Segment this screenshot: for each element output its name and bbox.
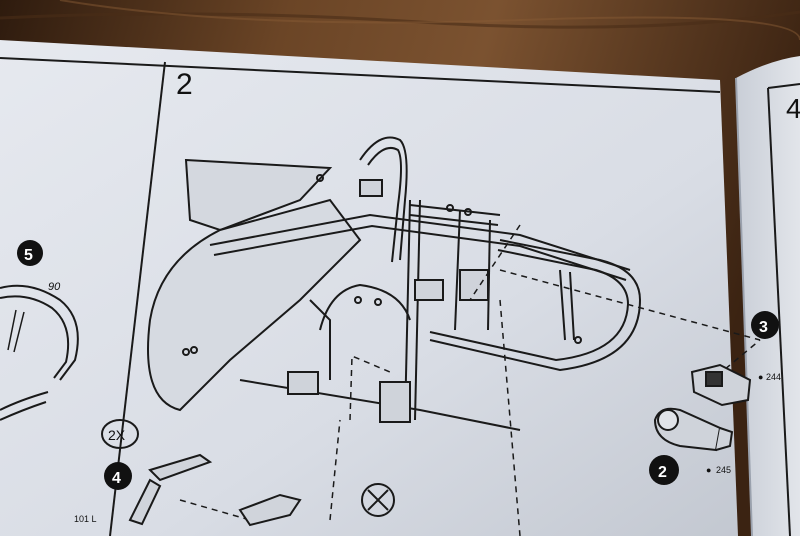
callout-3-label: 3: [759, 319, 768, 336]
callout-4-badge: [104, 462, 132, 490]
svg-text:●: ●: [706, 465, 711, 475]
callout-4-label: 4: [112, 470, 121, 487]
instruction-page: [0, 40, 738, 536]
small-part-4: [128, 453, 302, 527]
left-frame-part: [0, 284, 79, 381]
part-ref-245: 245: [716, 465, 731, 475]
frame-top-line: [0, 57, 721, 93]
callout-3-badge: [751, 311, 779, 339]
small-parts-right: [653, 363, 752, 452]
callout-5-badge: [17, 240, 43, 266]
chassis-frame-drawing: [147, 136, 642, 431]
part-90-label: 90: [48, 281, 61, 293]
part-ref-244: 244: [766, 372, 781, 382]
step-number: 2: [176, 68, 193, 101]
callout-2-label: 2: [658, 464, 667, 481]
callout-2-badge: [649, 455, 679, 485]
callout-5-label: 5: [24, 247, 33, 264]
next-page-step-number: 4: [786, 93, 800, 124]
qty-badge: [101, 419, 139, 449]
part-ref-left: 101 L: [74, 514, 97, 524]
qty-badge-label: 2X: [108, 427, 126, 443]
svg-text:●: ●: [758, 372, 763, 382]
crossed-circle-symbol: [361, 483, 395, 517]
